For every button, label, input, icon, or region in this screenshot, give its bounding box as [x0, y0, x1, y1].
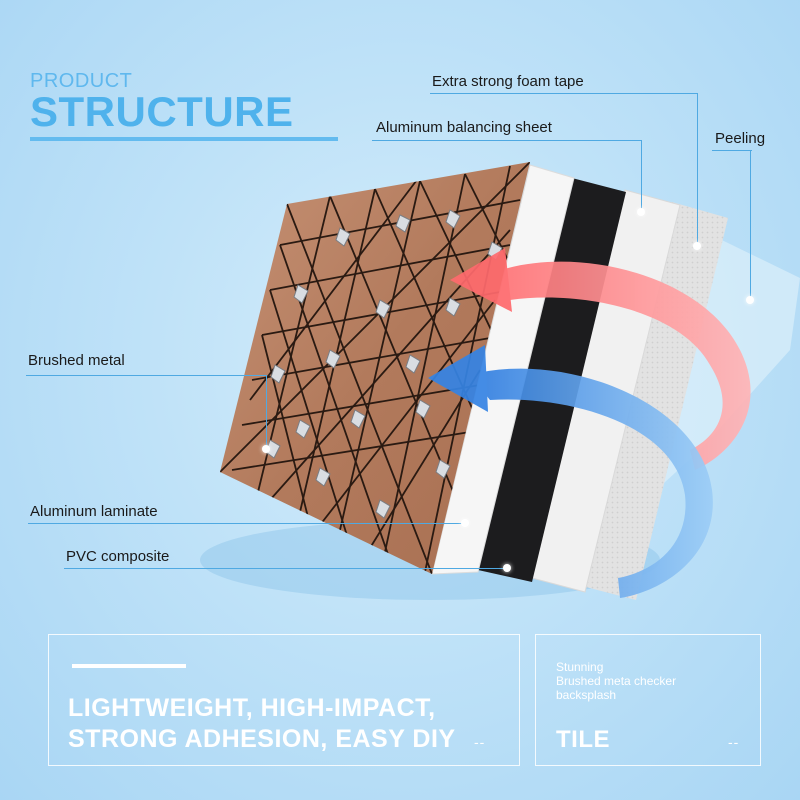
leader-brushed-metal-h: [26, 375, 266, 376]
features-dash: --: [474, 734, 486, 750]
tile-desc-line-2: Brushed meta checker: [556, 674, 677, 688]
heading-underline: [30, 137, 338, 141]
leader-brushed-metal-v: [266, 375, 267, 447]
label-peeling: Peeling: [715, 130, 766, 147]
tile-title: TILE: [556, 726, 610, 753]
pointer-balancing-sheet: [637, 208, 645, 216]
pointer-aluminum-laminate: [461, 519, 469, 527]
tile-dash: --: [728, 734, 740, 750]
label-balancing-sheet: Aluminum balancing sheet: [376, 119, 552, 136]
heading-structure: STRUCTURE: [30, 88, 294, 135]
label-brushed-metal: Brushed metal: [28, 352, 125, 369]
features-panel: [48, 634, 520, 766]
leader-balancing-sheet-v: [641, 140, 642, 212]
leader-peeling-h: [712, 150, 752, 151]
pointer-foam-tape: [693, 242, 701, 250]
leader-balancing-sheet-h: [372, 140, 642, 141]
label-pvc-composite: PVC composite: [66, 548, 170, 565]
label-aluminum-laminate: Aluminum laminate: [30, 503, 158, 520]
heading-product: PRODUCT: [30, 70, 133, 92]
leader-aluminum-laminate: [28, 523, 463, 524]
brushed-metal-tile: [220, 162, 530, 574]
features-panel-bar: [72, 664, 186, 668]
tile-desc-line-1: Stunning: [556, 660, 604, 674]
leader-pvc-composite: [64, 568, 507, 569]
leader-foam-tape-v: [697, 93, 698, 245]
pointer-peeling: [746, 296, 754, 304]
tile-panel: [535, 634, 761, 766]
features-line-1: LIGHTWEIGHT, HIGH-IMPACT,: [68, 694, 436, 722]
leader-peeling-v: [750, 150, 751, 300]
red-arrow: [450, 248, 751, 470]
features-tagline: LIGHTWEIGHT, HIGH-IMPACT, STRONG ADHESIO…: [68, 693, 456, 755]
features-line-2: STRONG ADHESION, EASY DIY: [68, 725, 456, 753]
tile-description: Stunning Brushed meta checker backsplash: [556, 660, 676, 702]
pointer-pvc-composite: [503, 564, 511, 572]
leader-foam-tape-h: [430, 93, 698, 94]
blue-arrow: [428, 345, 713, 598]
pointer-brushed-metal: [262, 445, 270, 453]
label-foam-tape: Extra strong foam tape: [432, 73, 584, 90]
tile-desc-line-3: backsplash: [556, 688, 617, 702]
